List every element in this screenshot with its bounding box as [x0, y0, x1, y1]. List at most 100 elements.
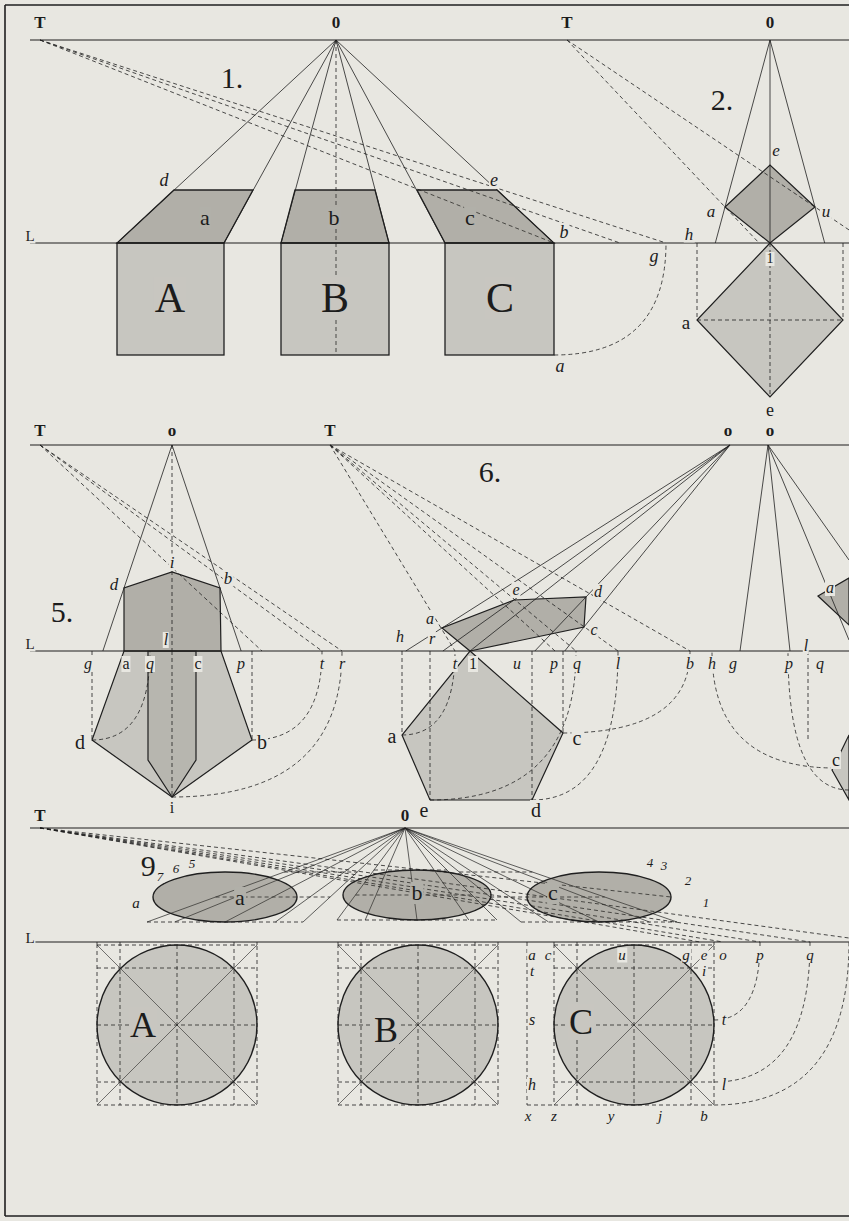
shape-outline [338, 945, 498, 1105]
point-label: 0 [765, 14, 776, 31]
ground-circle: B [338, 945, 498, 1105]
point-label: 1 [468, 656, 478, 672]
point-label: r [428, 631, 436, 647]
dashed-construction-line [498, 942, 499, 945]
horizon-line [30, 444, 849, 445]
ground-circle: A [97, 945, 257, 1105]
point-label: c [544, 948, 553, 963]
point-label: e [700, 948, 709, 963]
swing-arc [788, 651, 849, 790]
figure-letter: B [373, 1012, 399, 1048]
point-label: l [803, 638, 809, 654]
horizon-line [30, 39, 849, 40]
dashed-construction-line [430, 651, 431, 800]
point-label: L [24, 229, 35, 244]
point-label: 7 [156, 870, 165, 883]
point-label: y [607, 1109, 616, 1124]
dashed-construction-line [40, 828, 810, 942]
figure-number: 2. [710, 85, 735, 115]
point-label: c [589, 622, 598, 638]
dashed-construction-line [532, 651, 533, 800]
dashed-construction-line [40, 40, 554, 243]
perspective-figure [818, 578, 849, 625]
figure-letter: A [129, 1007, 157, 1043]
figure-letter: c [547, 882, 559, 904]
dashed-construction-line [40, 445, 262, 651]
point-label: g [649, 247, 660, 265]
swing-arc [172, 651, 342, 797]
perspective-pentagon [442, 597, 586, 651]
point-label: u [512, 656, 522, 672]
figure-letter: C [568, 1004, 594, 1040]
point-label: g [681, 948, 691, 963]
construction-line [768, 445, 790, 651]
point-label: 6 [172, 862, 181, 875]
shape-outline [97, 945, 257, 1105]
dashed-construction-line [40, 40, 666, 243]
dashed-construction-line [402, 651, 403, 735]
dashed-construction-line [563, 651, 564, 733]
point-label: e [771, 142, 781, 159]
ground-pentagon [92, 651, 252, 797]
point-label: c [572, 728, 583, 748]
point-label: a [131, 896, 141, 911]
perspective-square: b [281, 190, 389, 243]
point-label: a [387, 726, 398, 746]
dashed-construction-line [257, 942, 258, 945]
point-label: o [718, 948, 728, 963]
swing-arc [714, 942, 760, 1020]
dashed-construction-line [697, 243, 698, 320]
shape-fill [554, 945, 714, 1105]
dashed-construction-line [40, 828, 700, 942]
point-label: t [529, 964, 535, 979]
point-label: a [425, 611, 435, 627]
dashed-construction-line [338, 942, 339, 945]
point-label: i [701, 964, 707, 979]
dashed-construction-line [330, 445, 555, 651]
dashed-construction-line [567, 40, 759, 243]
figure-number: 5. [50, 597, 75, 627]
figure-letter: c [464, 207, 476, 229]
point-label: e [419, 800, 430, 820]
point-label: q [815, 656, 825, 672]
dashed-construction-line [459, 872, 532, 873]
dashed-construction-line [697, 320, 843, 321]
figure-letter: C [485, 277, 515, 319]
shape-fill [97, 945, 257, 1105]
point-label: b [699, 1109, 709, 1124]
point-label: o [167, 422, 178, 439]
point-label: b [559, 223, 570, 241]
point-label: T [33, 14, 46, 31]
grid-square [97, 945, 257, 1105]
swing-arc [252, 651, 322, 740]
dashed-construction-line [554, 942, 555, 945]
shape-fill [338, 945, 498, 1105]
swing-arc [554, 243, 666, 355]
point-label: o [765, 422, 776, 439]
point-label: e [765, 401, 775, 419]
point-label: l [721, 1077, 727, 1093]
construction-line [338, 945, 498, 1105]
dashed-construction-line [97, 942, 98, 945]
construction-line [338, 945, 498, 1105]
point-label: 4 [646, 856, 655, 869]
ground-square: C [445, 243, 554, 355]
point-label: q [572, 656, 582, 672]
point-label: c [831, 751, 841, 769]
point-label: h [684, 226, 695, 243]
dashed-construction-line [40, 828, 723, 942]
point-label: e [511, 582, 520, 598]
shape-fill [117, 190, 253, 243]
point-label: g [83, 656, 93, 672]
dashed-construction-line [843, 243, 844, 320]
shape-outline [117, 190, 253, 243]
point-label: l [163, 632, 169, 648]
dashed-construction-line [808, 651, 809, 740]
point-label: h [707, 656, 717, 672]
point-label: j [657, 1109, 663, 1124]
point-label: g [728, 656, 738, 672]
construction-line [103, 445, 172, 651]
point-label: 1 [702, 896, 711, 909]
construction-line [406, 445, 730, 651]
